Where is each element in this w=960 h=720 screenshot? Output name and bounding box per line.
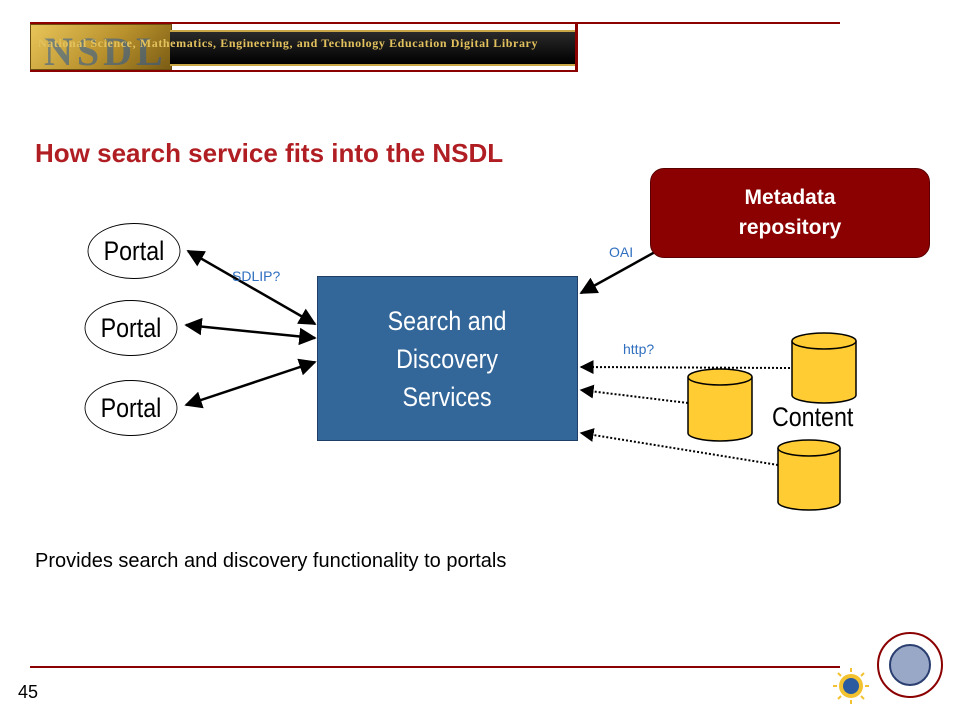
ciir-logo: [877, 632, 943, 698]
http-connector-2: [579, 384, 689, 404]
banner-top-line: [30, 22, 840, 24]
page-number: 45: [18, 682, 39, 702]
nsf-logo: [833, 668, 869, 704]
footer-line: [30, 666, 840, 668]
banner-end-bar: [575, 22, 578, 72]
portal-3-connector: [184, 358, 317, 409]
banner-bottom-line: [30, 70, 578, 72]
http-connector-3: [579, 428, 779, 466]
portal-node-1: Portal: [87, 223, 181, 279]
slide-caption: Provides search and discovery functional…: [35, 550, 507, 572]
http-label: http?: [623, 341, 655, 357]
search-discovery-label: Search and Discovery Services: [388, 305, 507, 412]
metadata-repository-box: Metadata repository: [650, 168, 930, 258]
content-cylinder-1: [791, 332, 857, 404]
banner-title: National Science, Mathematics, Engineeri…: [38, 36, 539, 50]
banner-strip: [170, 30, 575, 66]
sdlip-label: SDLIP?: [232, 268, 281, 284]
nsdl-logo: [30, 24, 172, 70]
oai-connector: [579, 250, 656, 295]
search-discovery-box: Search and Discovery Services: [317, 276, 578, 441]
content-label: Content: [772, 402, 854, 432]
slide-title: How search service fits into the NSDL: [35, 138, 504, 168]
oai-label: OAI: [609, 244, 634, 260]
portal-2-connector: [184, 317, 317, 346]
portal-1-connector: [186, 249, 317, 326]
http-connector-1: [579, 360, 791, 375]
portal-node-2: Portal: [84, 300, 178, 356]
nsdl-logo-text: NSDL: [44, 29, 167, 74]
content-cylinder-3: [777, 439, 841, 511]
portal-node-3: Portal: [84, 380, 178, 436]
content-cylinder-2: [687, 368, 753, 442]
metadata-repository-label: Metadata repository: [738, 186, 842, 239]
